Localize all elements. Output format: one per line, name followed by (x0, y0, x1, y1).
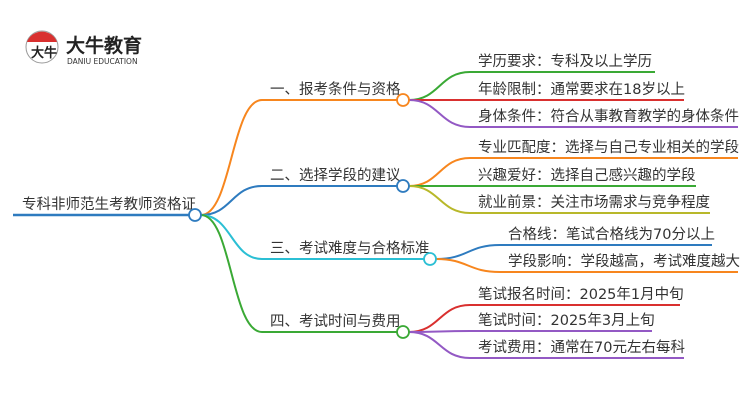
leaf-topic: 笔试报名时间：2025年1月中旬 (478, 286, 684, 303)
logo: 大牛 大牛教育 DANIU EDUCATION (25, 30, 142, 66)
leaf-topic: 考试费用：通常在70元左右每科 (478, 339, 685, 356)
svg-text:大牛: 大牛 (31, 45, 57, 61)
root-collapse-toggle[interactable] (188, 208, 202, 222)
branch-edge (200, 214, 424, 260)
branch-edge (200, 214, 397, 333)
leaf-edge (408, 304, 680, 333)
leaf-topic: 学段影响：学段越高，考试难度越大 (508, 253, 740, 270)
branch-edge (200, 99, 397, 216)
leaf-topic: 合格线：笔试合格线为70分以上 (508, 226, 715, 243)
leaf-topic: 专业匹配度：选择与自己专业相关的学段 (478, 139, 739, 156)
leaf-edge (408, 99, 738, 128)
branch-topic: 三、考试难度与合格标准 (270, 240, 430, 257)
logo-name: 大牛教育 (66, 34, 142, 57)
logo-subtitle: DANIU EDUCATION (67, 57, 138, 66)
leaf-edge (435, 258, 738, 273)
branch-collapse-toggle[interactable] (423, 252, 437, 266)
leaf-edge (408, 71, 655, 101)
root-topic: 专科非师范生考教师资格证 (22, 196, 196, 213)
branch-collapse-toggle[interactable] (396, 93, 410, 107)
leaf-edge (408, 330, 652, 333)
leaf-edge (408, 157, 738, 187)
branch-topic: 一、报考条件与资格 (270, 81, 401, 98)
leaf-topic: 学历要求：专科及以上学历 (478, 53, 652, 70)
leaf-topic: 就业前景：关注市场需求与竞争程度 (478, 193, 710, 211)
branch-collapse-toggle[interactable] (396, 325, 410, 339)
branch-collapse-toggle[interactable] (396, 179, 410, 193)
leaf-topic: 年龄限制：通常要求在18岁以上 (478, 81, 685, 98)
leaf-topic: 笔试时间：2025年3月上旬 (478, 312, 655, 329)
branch-topic: 四、考试时间与费用 (270, 313, 401, 330)
leaf-edge (408, 185, 710, 214)
branch-topic: 二、选择学段的建议 (270, 167, 401, 184)
branch-edge (200, 185, 397, 216)
leaf-topic: 身体条件：符合从事教育教学的身体条件 (478, 108, 739, 125)
leaf-edge (408, 331, 684, 359)
leaf-topic: 兴趣爱好：选择自己感兴趣的学段 (478, 167, 696, 184)
